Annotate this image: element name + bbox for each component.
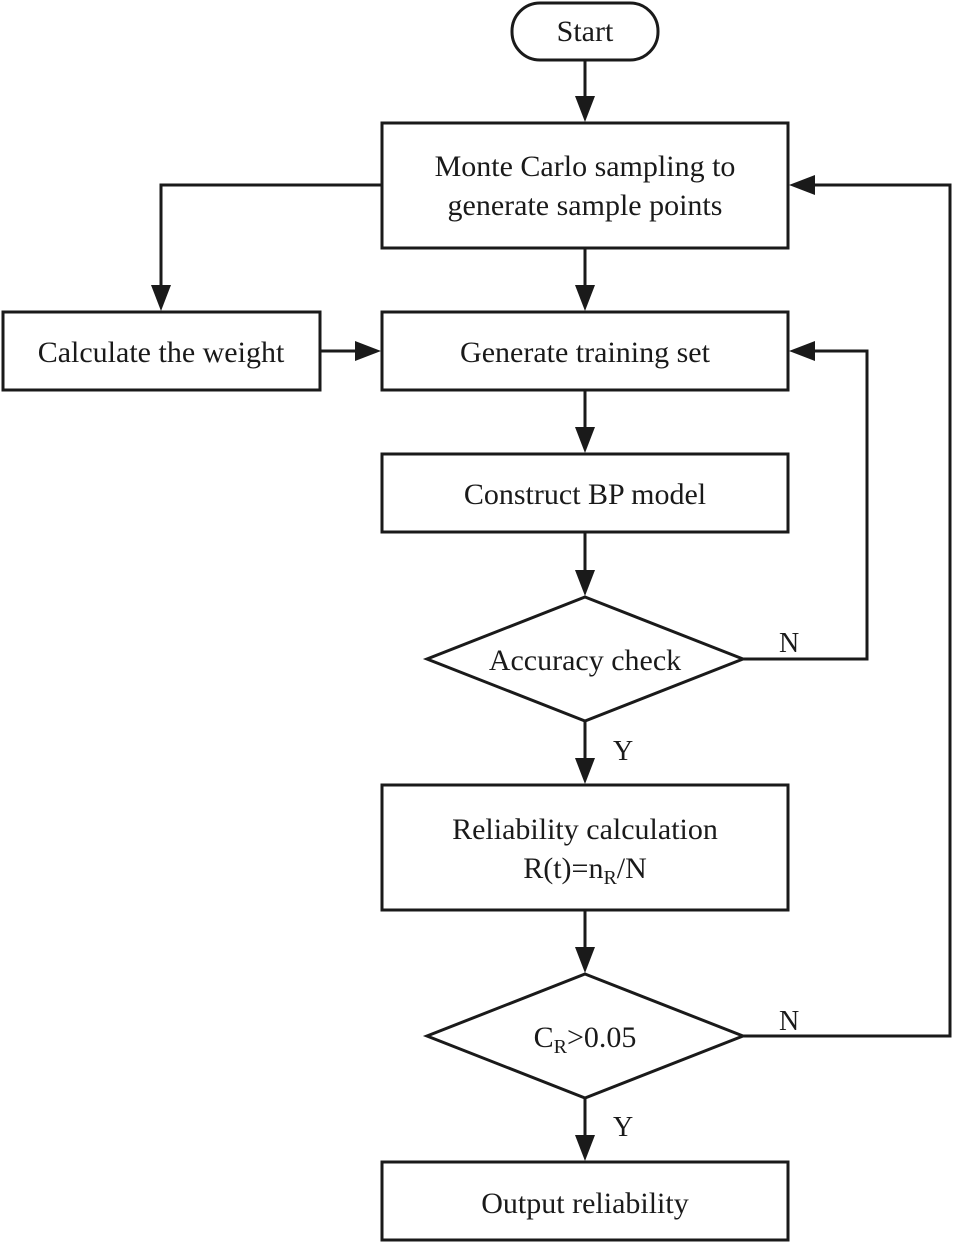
arrowhead-sampling-to-weight [151,285,171,311]
reliability-label-line1: Reliability calculation [452,813,718,846]
formula-rhs: /N [617,852,647,885]
arrow-accuracy-no-loop [743,349,869,661]
accuracy-check-label: Accuracy check [489,644,681,677]
cr-symbol: C [534,1021,554,1054]
construct-bp-box [380,452,790,534]
arrowhead-accuracy-yes [575,758,595,784]
output-label: Output reliability [481,1187,688,1220]
arrow-sampling-to-weight [159,183,382,292]
cr-condition-label: CR>0.05 [534,1021,637,1058]
sampling-label-line2: generate sample points [448,189,723,222]
accuracy-yes-label: Y [613,736,633,767]
output-box [380,1160,790,1242]
arrowhead-start-to-sampling [575,96,595,122]
cr-yes-label: Y [613,1112,633,1143]
construct-bp-label: Construct BP model [464,478,706,511]
calculate-weight-label: Calculate the weight [38,336,285,369]
cr-rest: >0.05 [567,1021,636,1054]
generate-training-label: Generate training set [460,336,711,369]
arrowhead-training-to-bp [575,427,595,453]
arrowhead-sampling-to-training [575,285,595,311]
arrowhead-accuracy-no-loop [789,341,815,361]
arrowhead-reliability-to-cr [575,947,595,973]
cr-subscript: R [554,1036,568,1058]
generate-training-box [380,310,790,392]
cr-no-label: N [779,1006,799,1037]
arrowhead-cr-yes [575,1135,595,1161]
arrowhead-bp-to-accuracy [575,570,595,596]
formula-subscript: R [603,867,617,889]
formula-lhs: R(t)=n [523,852,603,885]
sampling-label-line1: Monte Carlo sampling to [435,150,736,183]
arrowhead-cr-no-loop [789,175,815,195]
arrow-cr-no-loop [743,183,952,1038]
sampling-box [380,121,790,250]
calculate-weight-box [1,310,322,392]
accuracy-no-label: N [779,628,799,659]
reliability-formula: R(t)=nR/N [523,852,647,889]
reliability-box [380,783,790,912]
start-label: Start [557,15,614,48]
arrowhead-weight-to-training [355,341,381,361]
